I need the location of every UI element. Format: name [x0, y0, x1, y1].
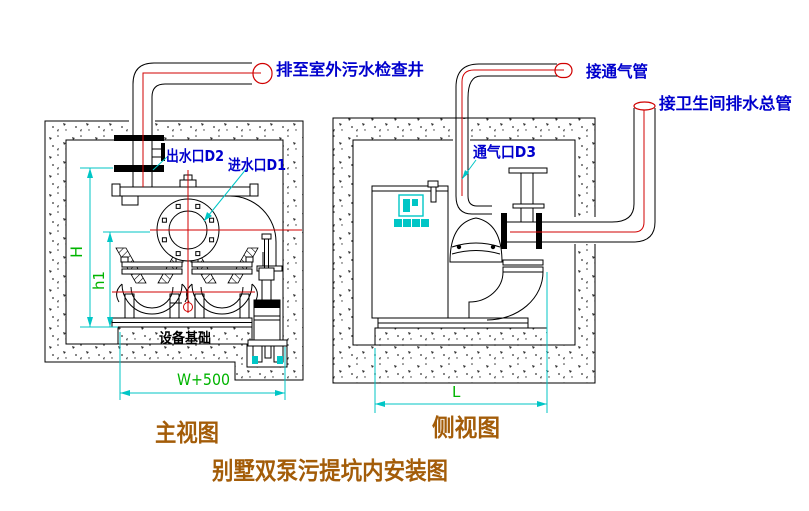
leader-inlet-d1	[203, 167, 248, 222]
label-inlet-d1: 进水口D1	[228, 156, 286, 174]
dim-pit-height: H	[67, 246, 86, 258]
dim-pump-centre-height: h1	[90, 271, 108, 290]
front-view-caption: 主视图	[155, 419, 219, 447]
side-centerlines	[461, 69, 645, 233]
label-connect-vent: 接通气管	[586, 62, 648, 81]
label-outdoor-well: 排至室外污水检查井	[276, 60, 424, 79]
brand-mark	[394, 194, 429, 227]
label-outlet-d2: 出水口D2	[166, 147, 224, 165]
side-base-rail-bottom	[377, 322, 529, 329]
tank-top-fitting	[427, 180, 439, 188]
side-wall-pipe-gap	[571, 217, 597, 244]
dim-pit-width: W+500	[177, 370, 230, 389]
side-view-caption: 侧视图	[432, 414, 500, 442]
front-view	[44, 62, 304, 381]
drawing-title: 别墅双泵污提坑内安装图	[211, 457, 448, 485]
callout-labels: 排至室外污水检查井 出水口D2 进水口D1 通气口D3 接通气管 接卫生间排水总…	[159, 60, 792, 347]
side-pipe-assembly	[468, 167, 633, 321]
view-captions: 主视图 侧视图 别墅双泵污提坑内安装图	[155, 414, 500, 485]
side-tank	[371, 180, 449, 319]
front-base-rail-top	[111, 317, 253, 323]
leader-outlet-d2	[152, 156, 168, 171]
side-view	[332, 62, 656, 384]
discharge-pipe	[114, 62, 273, 187]
side-base-rail-top	[377, 317, 529, 324]
toilet-drain-pipe	[611, 101, 656, 243]
drain-open-end	[633, 101, 656, 111]
side-pump	[449, 217, 503, 263]
dim-pit-length: L	[452, 383, 461, 401]
front-base-rail-bottom	[111, 322, 253, 328]
label-vent-port-d3: 通气口D3	[473, 143, 536, 161]
front-centerlines	[112, 72, 302, 313]
side-foundation-block	[374, 327, 548, 346]
label-equipment-foundation: 设备基础	[159, 330, 211, 347]
outlet-flange-d2	[114, 165, 164, 172]
float-level-switch	[247, 233, 288, 364]
ceiling-flange	[114, 135, 164, 141]
label-toilet-drain: 接卫生间排水总管	[659, 94, 792, 113]
dimension-annotations: H h1 W+500 L	[67, 156, 548, 413]
side-pit-walls	[332, 117, 596, 384]
